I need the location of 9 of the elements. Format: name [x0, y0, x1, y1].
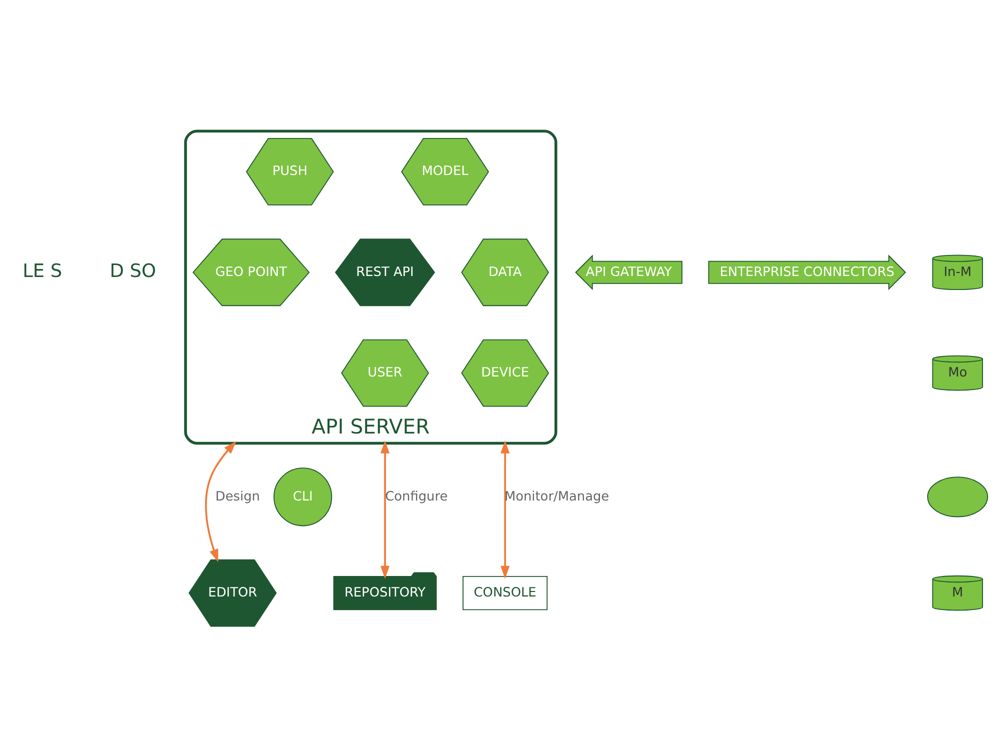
label: LE S [22, 261, 62, 282]
node-box: CONSOLE [462, 576, 548, 610]
label: D SO [110, 261, 156, 282]
node-circle: CLI [274, 468, 332, 526]
node-cloud [927, 476, 988, 518]
arrow [205, 441, 236, 562]
edge-label: Design [215, 489, 260, 504]
arrow [500, 440, 510, 579]
arrow [380, 440, 390, 579]
